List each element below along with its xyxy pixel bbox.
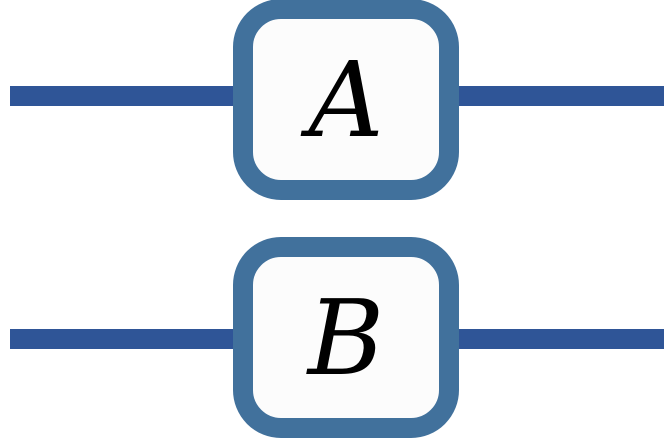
gate-b-label: B: [306, 277, 384, 399]
wire-row-b: B: [10, 237, 664, 438]
gate-a-label: A: [300, 39, 383, 161]
gate-b-box: [233, 237, 459, 438]
wire-a-right: [446, 86, 664, 106]
wire-row-a: A: [10, 0, 664, 200]
gate-a-box: [233, 0, 459, 200]
wire-a-left: [10, 86, 246, 106]
wire-b-right: [446, 329, 664, 349]
wire-b-left: [10, 329, 246, 349]
